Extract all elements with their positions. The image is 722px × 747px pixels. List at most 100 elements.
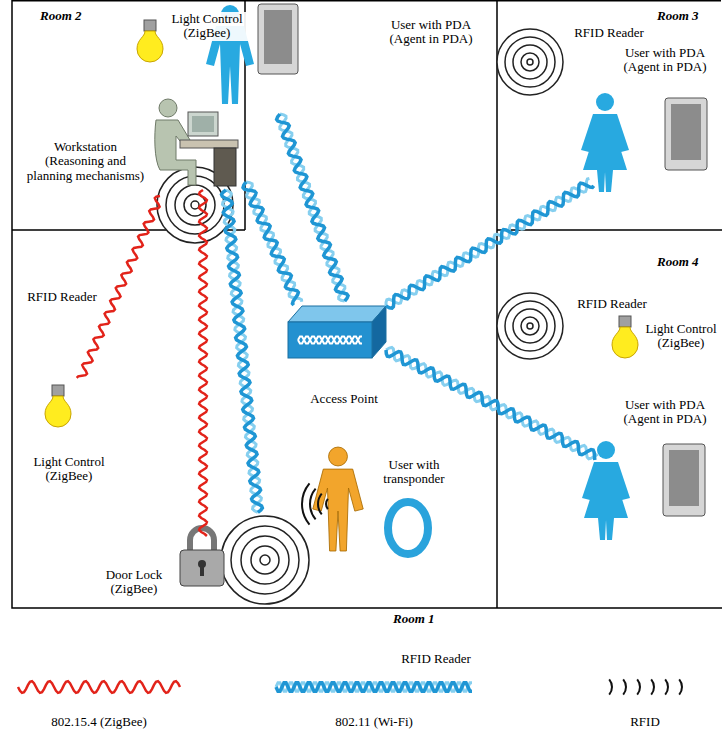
workstation-figure [155,99,238,186]
access-point-emblem [298,337,362,344]
lock-body [180,550,224,586]
wifi-signal-strand [243,182,298,305]
pda-frame [665,98,707,170]
legend-sample [590,672,700,702]
pda-user [206,4,298,104]
monitor-screen [192,116,214,132]
device-label: RFID Reader [568,297,656,311]
device-label: Door Lock (ZigBee) [95,568,173,597]
pda-screen [671,104,701,160]
rfid-signal [310,489,316,520]
reader-ring [251,546,279,574]
transponder-user [313,447,428,554]
person-silhouette [206,5,254,104]
person-silhouette [313,447,363,551]
bulb-base [144,20,156,31]
access-point-emblem [298,337,362,344]
light-bulb [137,20,163,62]
person-silhouette [581,93,629,192]
reader-ring [241,536,289,584]
room-name: Room 2 [38,8,84,24]
desk-side [214,148,236,186]
rfid-reader [221,516,309,604]
pda-frame [258,4,298,74]
device-label: User with transponder [372,458,456,487]
device-label: Light Control (ZigBee) [641,322,721,351]
pda-frame [663,444,705,516]
rfid-reader [497,29,563,95]
pda-device [663,444,705,516]
device-label: Light Control (ZigBee) [18,455,120,484]
wifi-signal-strand [386,350,595,460]
reader-ring [221,516,309,604]
light-bulb [612,316,638,358]
wifi-signal-strand [276,683,472,692]
bulb-glass [137,31,163,62]
room-name: Room 1 [391,611,437,627]
legend-sample [14,672,184,702]
light-bulb [45,385,71,427]
person-body [206,26,254,104]
device-label: Access Point [295,392,393,406]
person-head [597,441,615,459]
reader-ring [497,29,563,95]
person-silhouette [582,441,630,540]
device-label: Light Control (ZigBee) [166,12,248,41]
reader-ring [260,555,270,565]
zigbee-signal [199,190,207,536]
room-region: Room 2 [12,0,245,230]
signal-links [77,114,598,536]
rfid-signal [302,483,309,524]
room-name: Room 3 [655,8,701,24]
pda-user [581,93,707,192]
ap-top [288,306,386,322]
legend-sample [272,672,476,702]
lock-keyhole [200,566,204,576]
access-point [288,306,386,358]
reader-ring [231,526,299,594]
door-lock [180,528,224,586]
rfid-signal [651,679,654,694]
zigbee-signal [77,196,160,378]
reader-ring [505,37,555,87]
ap-front [288,322,372,358]
ap-side [372,306,386,358]
access-point-emblem [298,337,362,344]
reader-ring [191,201,199,209]
room-region: Room 3 [497,0,722,230]
legend-entry: RFID [590,672,700,730]
reader-ring [527,323,533,329]
bulb-base [52,385,64,396]
desk [180,140,238,148]
reader-ring [505,301,555,351]
device-label: User with PDA (Agent in PDA) [378,18,484,47]
rfid-signal [665,679,668,694]
device-label: Workstation (Reasoning and planning mech… [22,140,149,183]
wifi-signal-strand [222,190,261,512]
bulb-glass [45,396,71,427]
wifi-signal-strand [277,114,348,301]
zigbee-signal [18,681,180,693]
bulb-glass [612,327,638,358]
pda-device [258,4,298,74]
person-head [221,5,239,23]
rfid-signal [637,679,640,694]
rfid-signal [318,494,322,515]
rfid-reader [497,293,563,359]
reader-ring [513,45,547,79]
device-label: User with PDA (Agent in PDA) [612,46,718,75]
person-body [582,462,630,540]
device-label: RFID Reader [20,290,104,304]
pda-screen [669,450,699,506]
person-head [596,93,614,111]
worker-head [159,99,177,117]
reader-ring [521,53,539,71]
device-label: RFID Reader [385,652,487,666]
reader-ring [513,309,547,343]
bulb-base [619,316,631,327]
